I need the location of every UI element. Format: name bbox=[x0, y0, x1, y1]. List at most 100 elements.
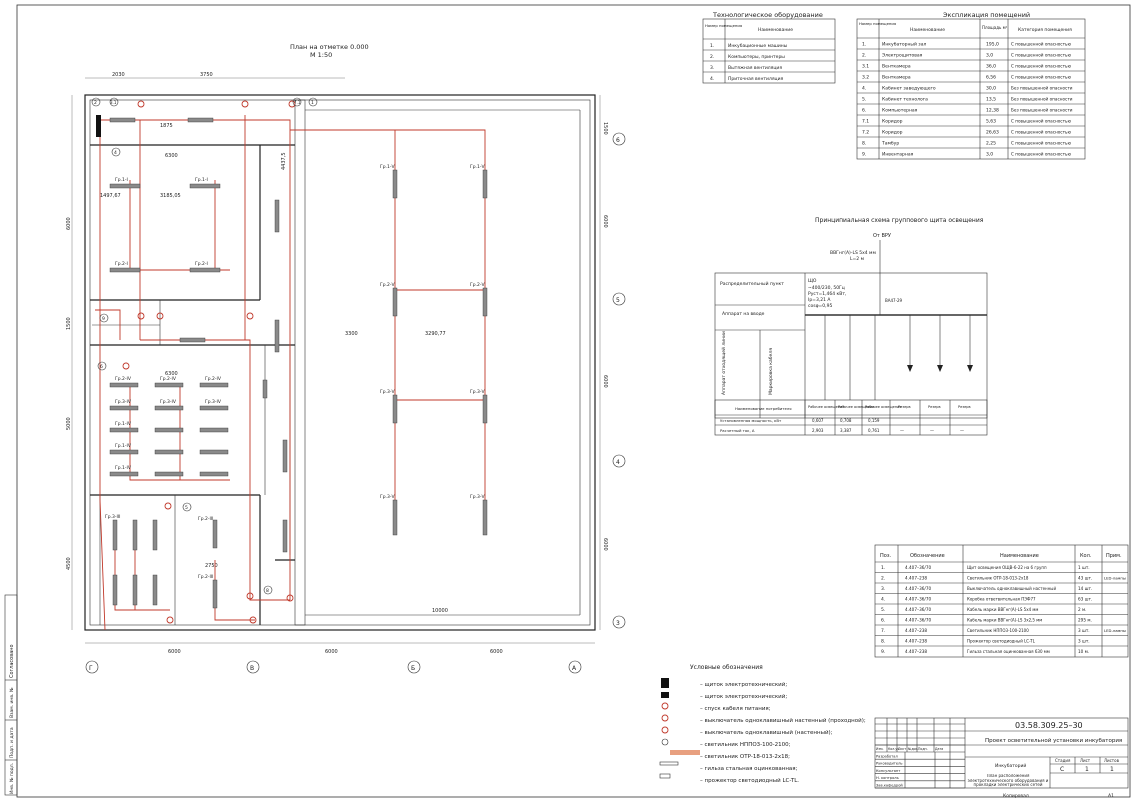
svg-text:2750: 2750 bbox=[205, 563, 218, 569]
svg-text:Гр.1-V: Гр.1-V bbox=[380, 164, 396, 170]
svg-text:Категория помещения: Категория помещения bbox=[1018, 27, 1072, 33]
svg-text:Гр.3-IV: Гр.3-IV bbox=[205, 399, 222, 405]
spec-pos: 1. bbox=[881, 565, 885, 571]
svg-text:Установленная мощность, кВт: Установленная мощность, кВт bbox=[720, 418, 782, 423]
svg-text:3300: 3300 bbox=[345, 331, 358, 337]
explication-room-name: Венткамера bbox=[882, 75, 911, 81]
stamp-col: №док. bbox=[908, 747, 918, 751]
legend-item: – спуск кабеля питания; bbox=[700, 706, 771, 712]
stamp-role: Разработал bbox=[876, 755, 898, 759]
equipment-title: Технологическое оборудование bbox=[712, 11, 823, 19]
wiring-lines bbox=[95, 115, 486, 631]
spec-qty: 10 м. bbox=[1078, 649, 1089, 654]
explication-category: Без повышенной опасности bbox=[1011, 86, 1073, 91]
svg-text:Руст=1,464 кВт,: Руст=1,464 кВт, bbox=[808, 291, 846, 297]
svg-text:Лист: Лист bbox=[1080, 758, 1091, 763]
svg-text:А1: А1 bbox=[1108, 793, 1114, 799]
svg-text:Гр.1-IV: Гр.1-IV bbox=[115, 465, 132, 471]
floor-plan: План на отметке 0.000 М 1:50 2 bbox=[66, 43, 626, 674]
axes-bottom: Г В Б А bbox=[85, 660, 582, 674]
svg-text:3.: 3. bbox=[710, 65, 714, 71]
explication-area: 36,0 bbox=[986, 64, 996, 70]
lamp bbox=[282, 519, 288, 553]
svg-text:Маркировка кабеля: Маркировка кабеля bbox=[768, 348, 774, 395]
spec-qty: 2 м. bbox=[1078, 607, 1087, 612]
stamp-role: Зав.кафедрой bbox=[876, 783, 903, 787]
svg-text:4.: 4. bbox=[710, 76, 714, 82]
svg-text:А: А bbox=[572, 665, 577, 672]
legend-item: – гильза стальная оцинкованная; bbox=[700, 766, 798, 772]
svg-text:Приточная вентиляция: Приточная вентиляция bbox=[728, 76, 784, 82]
explication-room-name: Венткамера bbox=[882, 64, 911, 70]
spec-designation: 4.407–36/70 bbox=[905, 597, 931, 602]
svg-text:3.1: 3.1 bbox=[110, 100, 117, 105]
explication-title: Экспликация помещений bbox=[943, 11, 1030, 19]
explication-area: 2,25 bbox=[986, 141, 996, 147]
spec-designation: 4.407–238 bbox=[905, 639, 927, 644]
spec-note: LED-лампы bbox=[1104, 628, 1126, 633]
svg-text:1.: 1. bbox=[710, 43, 714, 49]
svg-text:Номер помещения: Номер помещения bbox=[859, 21, 896, 26]
svg-text:10000: 10000 bbox=[432, 608, 448, 614]
svg-text:Гр.3-IV: Гр.3-IV bbox=[115, 399, 132, 405]
explication-area: 3,0 bbox=[986, 152, 993, 158]
svg-text:0,708: 0,708 bbox=[840, 418, 852, 423]
svg-text:ЩО: ЩО bbox=[808, 278, 817, 284]
lamp bbox=[392, 287, 398, 317]
hall-lamps bbox=[262, 169, 488, 553]
explication-room-name: Компьютерная bbox=[882, 108, 918, 114]
svg-text:Инв. № подл.: Инв. № подл. bbox=[9, 763, 15, 794]
svg-text:Стадия: Стадия bbox=[1055, 758, 1071, 763]
stamp-role: Руководитель bbox=[876, 762, 903, 766]
svg-text:Наименование: Наименование bbox=[1000, 553, 1039, 559]
svg-text:Компьютеры, принтеры: Компьютеры, принтеры bbox=[728, 54, 785, 60]
svg-text:Гр.1-IV: Гр.1-IV bbox=[115, 421, 132, 427]
svg-text:—: — bbox=[960, 428, 964, 433]
explication-room-name: Тамбур bbox=[881, 141, 899, 147]
legend-item: – светильник ОТР-18-013-2x18; bbox=[700, 754, 790, 760]
spec-pos: 9. bbox=[881, 649, 885, 655]
spec-pos: 7. bbox=[881, 628, 885, 634]
svg-text:Инкубаторий: Инкубаторий bbox=[995, 762, 1026, 769]
svg-text:Гр.3-V: Гр.3-V bbox=[380, 494, 396, 500]
svg-text:Гр.2-III: Гр.2-III bbox=[198, 574, 214, 580]
svg-text:Гр.3-V: Гр.3-V bbox=[470, 494, 486, 500]
explication-room-name: Электрощитовая bbox=[882, 53, 923, 59]
explication-room-name: Инвентарная bbox=[882, 152, 914, 158]
dim-bottom-2: 6000 bbox=[490, 649, 503, 655]
switch-icons bbox=[122, 100, 296, 624]
svg-text:Резерв: Резерв bbox=[958, 405, 971, 409]
spec-note: LED-лампы bbox=[1104, 576, 1126, 581]
explication-room-number: 3.2 bbox=[862, 75, 869, 81]
explication-category: С повышенной опасностью bbox=[1011, 53, 1072, 58]
svg-text:Г: Г bbox=[89, 665, 93, 672]
stamp-col: Кол.уч. bbox=[888, 747, 900, 751]
spec-qty: 63 шт. bbox=[1078, 597, 1092, 602]
spec-name: Коробка ответвительная ПЭФ77 bbox=[967, 597, 1036, 602]
svg-text:Копировал: Копировал bbox=[1003, 793, 1029, 799]
explication-category: Без повышенной опасности bbox=[1011, 97, 1073, 102]
stamp-col: Изм. bbox=[876, 747, 884, 751]
spec-name: Прожектор светодиодный LC-TL bbox=[967, 639, 1036, 644]
spec-name: Выключатель одноклавишный настенный bbox=[967, 586, 1056, 591]
spec-name: Светильник НППО3-100-2100 bbox=[967, 628, 1029, 633]
spec-name: Гильза стальная оцинкованная 630 мм bbox=[967, 649, 1050, 654]
svg-text:Вытяжная вентиляция: Вытяжная вентиляция bbox=[728, 65, 782, 71]
lamp bbox=[282, 439, 288, 473]
svg-text:5000: 5000 bbox=[66, 417, 72, 430]
svg-text:Гр.2-IV: Гр.2-IV bbox=[205, 376, 222, 382]
svg-text:3: 3 bbox=[616, 620, 620, 627]
svg-text:Взам. инв. №: Взам. инв. № bbox=[9, 687, 15, 718]
svg-text:6: 6 bbox=[616, 137, 620, 144]
svg-text:Рабочее освещение: Рабочее освещение bbox=[838, 405, 875, 409]
lamp bbox=[392, 169, 398, 199]
svg-text:4437,5: 4437,5 bbox=[281, 153, 287, 171]
svg-text:1: 1 bbox=[1110, 766, 1114, 773]
svg-text:ВВГнг(А)-LS 5х4 мм: ВВГнг(А)-LS 5х4 мм bbox=[830, 250, 876, 256]
svg-text:Подп. и дата: Подп. и дата bbox=[9, 727, 15, 758]
spec-pos: 2. bbox=[881, 576, 885, 582]
spec-pos: 6. bbox=[881, 618, 885, 624]
svg-text:От ВРУ: От ВРУ bbox=[873, 233, 891, 239]
spec-qty: 295 м. bbox=[1078, 618, 1092, 623]
